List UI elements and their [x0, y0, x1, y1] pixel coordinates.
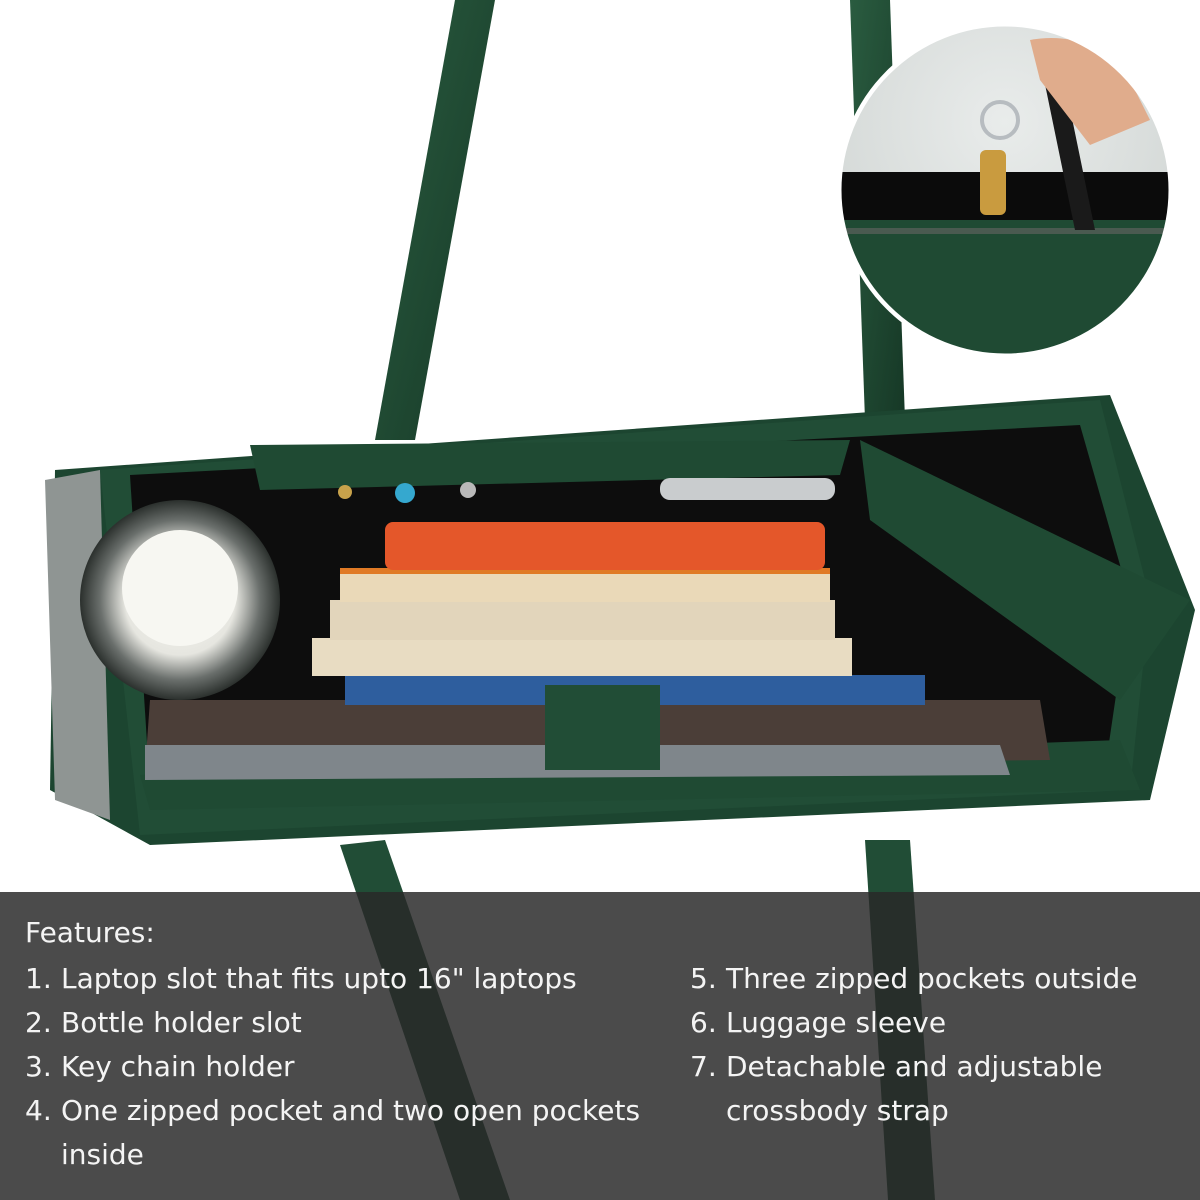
features-list-right: 5. Three zipped pockets outside 6. Lugga…	[690, 957, 1190, 1133]
bottle	[80, 500, 280, 700]
feature-number: 2.	[25, 1006, 52, 1039]
feature-text: Three zipped pockets outside	[726, 962, 1138, 995]
pocket-items	[338, 478, 835, 503]
feature-text: Key chain holder	[61, 1050, 295, 1083]
feature-item: 5. Three zipped pockets outside	[690, 957, 1190, 1001]
features-list-left: 1. Laptop slot that fits upto 16" laptop…	[25, 957, 645, 1177]
shoulder-strap-top	[375, 0, 905, 440]
feature-number: 1.	[25, 962, 52, 995]
feature-item: 1. Laptop slot that fits upto 16" laptop…	[25, 957, 645, 1001]
feature-number: 6.	[690, 1006, 717, 1039]
keychain-inset	[837, 22, 1173, 358]
feature-item: 6. Luggage sleeve	[690, 1001, 1190, 1045]
feature-item: 4. One zipped pocket and two open pocket…	[25, 1089, 645, 1177]
feature-text: Detachable and adjustable crossbody stra…	[726, 1050, 1103, 1127]
features-heading: Features:	[25, 916, 155, 949]
feature-number: 7.	[690, 1050, 717, 1083]
strap-tab	[545, 685, 660, 770]
feature-number: 4.	[25, 1094, 52, 1127]
feature-number: 3.	[25, 1050, 52, 1083]
feature-item: 2. Bottle holder slot	[25, 1001, 645, 1045]
feature-item: 7. Detachable and adjustable crossbody s…	[690, 1045, 1190, 1133]
feature-text: Bottle holder slot	[61, 1006, 302, 1039]
feature-number: 5.	[690, 962, 717, 995]
books-stack	[312, 522, 925, 705]
feature-text: One zipped pocket and two open pockets i…	[61, 1094, 641, 1171]
feature-item: 3. Key chain holder	[25, 1045, 645, 1089]
feature-text: Luggage sleeve	[726, 1006, 947, 1039]
feature-text: Laptop slot that fits upto 16" laptops	[61, 962, 577, 995]
features-panel	[0, 892, 1200, 1200]
